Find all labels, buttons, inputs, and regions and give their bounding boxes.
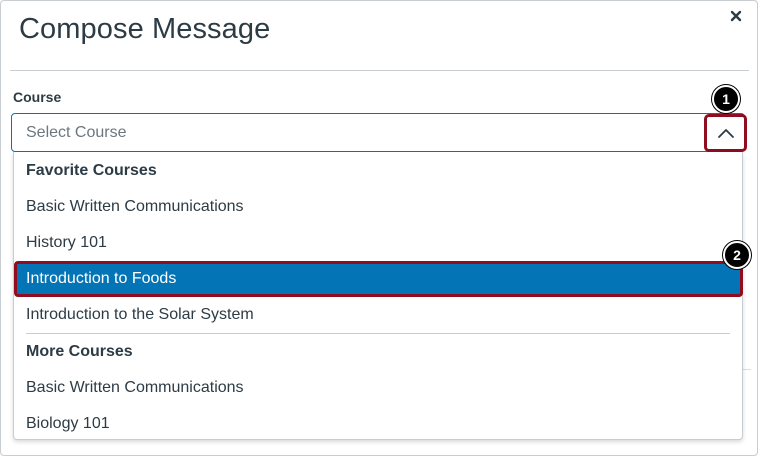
background-field-edge xyxy=(743,369,751,370)
callout-badge-1: 1 xyxy=(712,85,740,113)
course-option-introduction-to-the-solar-system[interactable]: Introduction to the Solar System xyxy=(26,306,254,323)
course-option-basic-written-communications[interactable]: Basic Written Communications xyxy=(26,198,244,215)
course-select-placeholder: Select Course xyxy=(26,124,127,141)
callout-badge-2: 2 xyxy=(723,241,751,269)
course-select[interactable]: Select Course xyxy=(11,113,745,152)
course-dropdown-menu: Favorite Courses Basic Written Communica… xyxy=(13,152,743,440)
course-option-biology-101[interactable]: Biology 101 xyxy=(26,415,110,432)
course-option-introduction-to-foods[interactable]: Introduction to Foods xyxy=(14,261,743,297)
header-divider xyxy=(10,70,749,71)
course-label: Course xyxy=(13,89,62,105)
chevron-up-icon xyxy=(717,129,734,138)
close-button[interactable] xyxy=(725,5,747,27)
close-icon xyxy=(730,10,742,22)
dialog-title: Compose Message xyxy=(19,13,271,45)
group-label-more-courses: More Courses xyxy=(26,343,133,360)
course-option-history-101[interactable]: History 101 xyxy=(26,234,107,251)
course-dropdown-toggle[interactable] xyxy=(704,114,747,152)
course-option-basic-written-communications-more[interactable]: Basic Written Communications xyxy=(26,379,244,396)
group-divider xyxy=(26,333,730,334)
group-label-favorite-courses: Favorite Courses xyxy=(26,162,157,179)
